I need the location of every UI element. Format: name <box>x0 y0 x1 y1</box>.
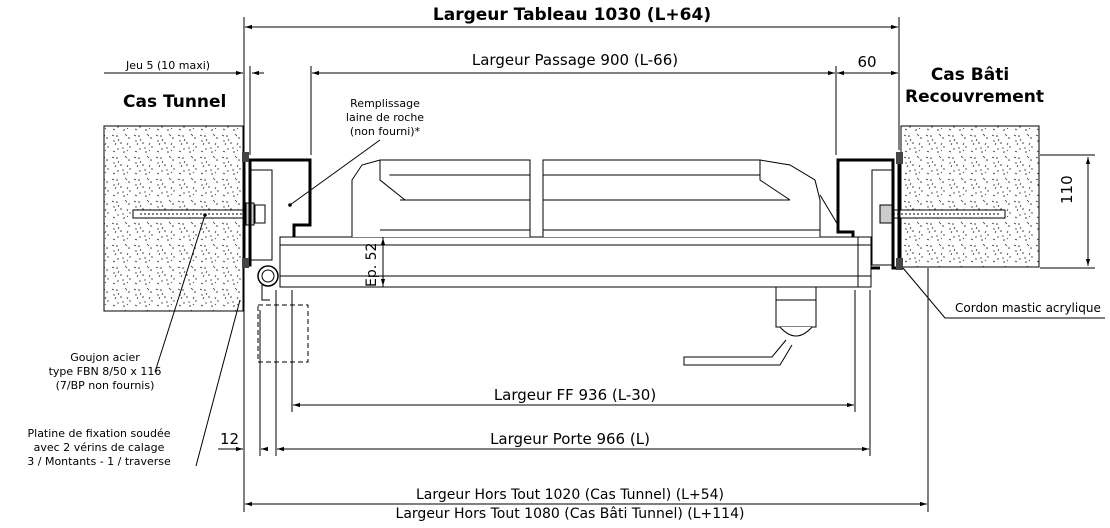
label-cote-110: 110 <box>1058 175 1076 204</box>
label-platine-2: avec 2 vérins de calage <box>33 441 165 454</box>
label-jeu: Jeu 5 (10 maxi) <box>126 59 211 72</box>
label-cas-bati: Cas Bâti <box>930 65 1010 85</box>
label-largeur-tableau: Largeur Tableau 1030 (L+64) <box>432 5 712 25</box>
label-hors-tout-1020: Largeur Hors Tout 1020 (Cas Tunnel) (L+5… <box>416 487 724 503</box>
leader-remplissage <box>289 139 381 206</box>
label-ep-52: Ep. 52 <box>364 242 380 287</box>
label-remplissage-3: (non fourni)* <box>349 125 421 138</box>
concrete-wall-right <box>900 125 1040 268</box>
label-platine-3: 3 / Montants - 1 / traverse <box>27 455 171 468</box>
leader-goujon <box>154 214 206 373</box>
anchor-bolt-right <box>879 204 1006 224</box>
label-largeur-ff: Largeur FF 936 (L-30) <box>493 386 657 404</box>
label-cas-tunnel: Cas Tunnel <box>123 92 227 112</box>
label-cote-60: 60 <box>857 53 877 71</box>
label-cote-12: 12 <box>220 430 240 448</box>
door-leaf <box>279 236 872 288</box>
leader-platine <box>195 299 241 467</box>
label-largeur-passage: Largeur Passage 900 (L-66) <box>471 51 679 69</box>
panic-bar-left <box>351 159 531 237</box>
label-remplissage-2: laine de roche <box>345 111 425 124</box>
leader-cordon <box>902 267 1105 319</box>
label-goujon-3: (7/BP non fournis) <box>55 379 155 392</box>
panic-bar-right <box>542 159 821 237</box>
door-handle <box>683 286 817 366</box>
label-remplissage-1: Remplissage <box>350 97 420 110</box>
label-platine-1: Platine de fixation soudée <box>27 427 171 440</box>
label-goujon-2: type FBN 8/50 x 116 <box>48 365 162 378</box>
label-recouvrement: Recouvrement <box>905 87 1044 107</box>
label-cordon-mastic: Cordon mastic acrylique <box>955 301 1101 315</box>
label-largeur-porte: Largeur Porte 966 (L) <box>490 430 650 448</box>
label-hors-tout-1080: Largeur Hors Tout 1080 (Cas Bâti Tunnel)… <box>395 506 745 522</box>
label-goujon-1: Goujon acier <box>70 351 140 364</box>
